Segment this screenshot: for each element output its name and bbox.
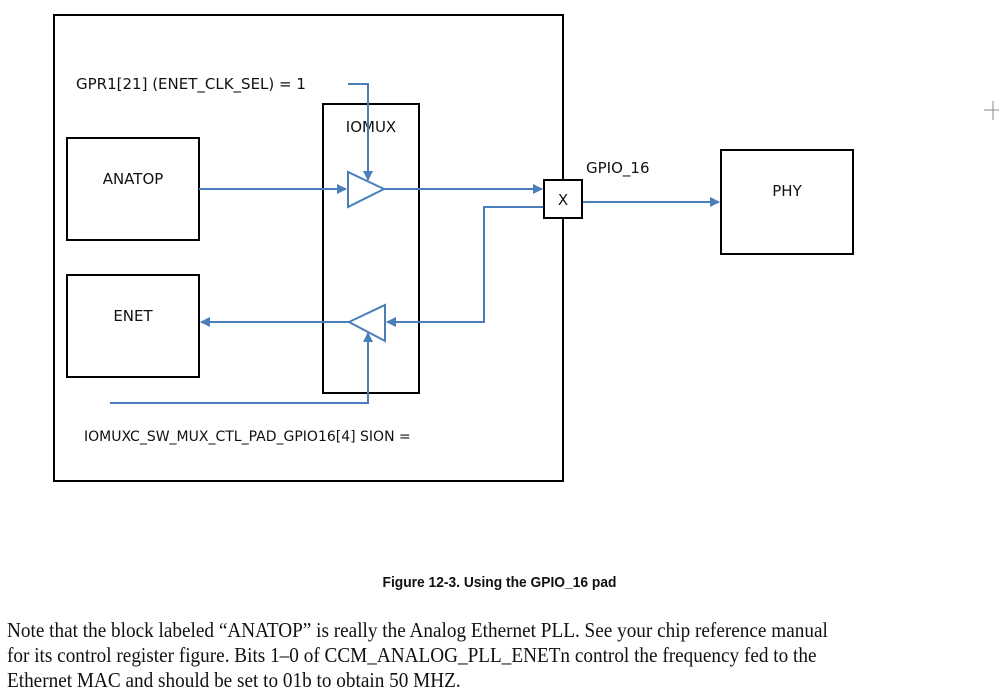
phy-label: PHY	[772, 182, 802, 200]
pad-label: GPIO_16	[586, 159, 650, 178]
enet-label: ENET	[113, 307, 153, 325]
enet-block	[66, 274, 200, 378]
pad-switch-label: X	[558, 191, 568, 209]
anatop-block	[66, 137, 200, 241]
gpr-label: GPR1[21] (ENET_CLK_SEL) = 1	[76, 75, 306, 94]
sion-label: IOMUXC_SW_MUX_CTL_PAD_GPIO16[4] SION =	[84, 429, 411, 445]
soc-boundary	[53, 14, 564, 482]
iomux-label: IOMUX	[346, 118, 396, 136]
pad-switch-block	[543, 179, 583, 219]
gpr-control-wire	[348, 83, 373, 181]
input-buffer-icon	[346, 303, 386, 343]
gpio16-diagram: GPR1[21] (ENET_CLK_SEL) = 1 ANATOP ENET …	[53, 14, 999, 482]
iomux-block	[322, 103, 420, 394]
phy-block	[720, 149, 854, 255]
paragraph-line: Note that the block labeled “ANATOP” is …	[7, 618, 828, 642]
paragraph-line: for its control register figure. Bits 1–…	[7, 643, 817, 667]
sion-control-wire	[110, 332, 373, 404]
pad-loopback-wire	[386, 206, 544, 327]
paragraph-line: Ethernet MAC and should be set to 01b to…	[7, 668, 461, 692]
output-buffer-icon	[347, 170, 387, 209]
body-paragraph: Note that the block labeled “ANATOP” is …	[7, 618, 940, 693]
crosshair-cursor-icon	[984, 101, 999, 120]
figure-caption: Figure 12-3. Using the GPIO_16 pad	[382, 574, 617, 591]
anatop-label: ANATOP	[103, 170, 164, 188]
